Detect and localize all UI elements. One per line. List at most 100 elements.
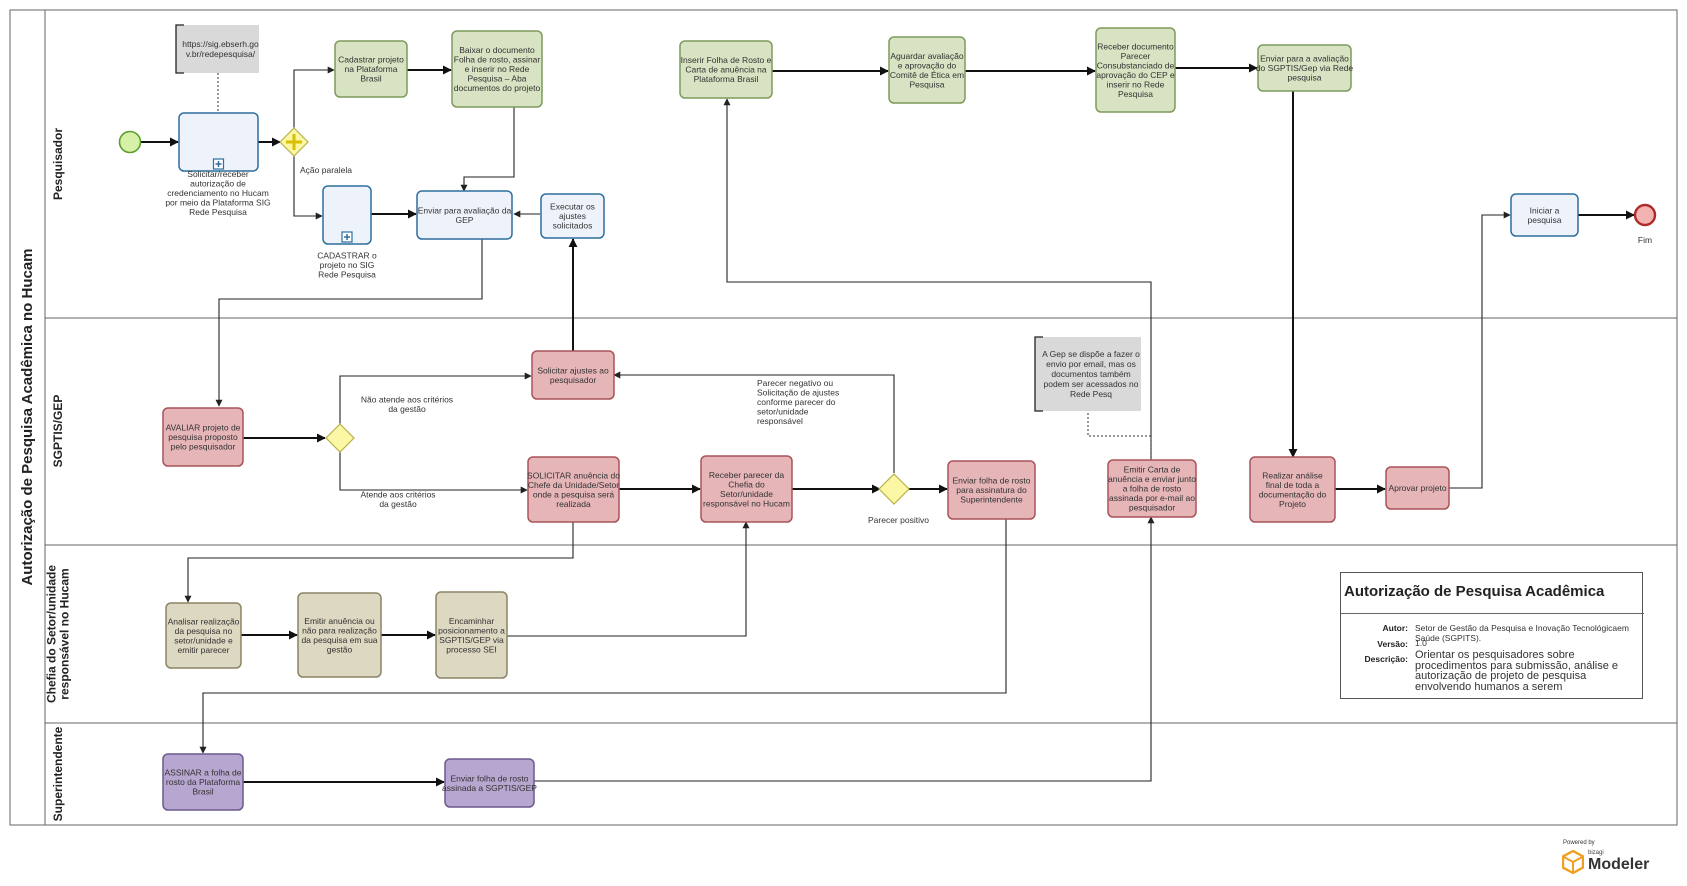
info-version-value: 1.0 [1415, 638, 1427, 648]
plus-icon [215, 161, 222, 167]
task-box [297, 592, 382, 678]
task-label: setor/unidade e [174, 635, 233, 645]
task-label: da pesquisa no [175, 626, 233, 636]
sequence-flows-main [141, 63, 1635, 787]
task-label: GEP [456, 215, 474, 225]
flow-enviar-folha-to-assinar [199, 519, 1007, 754]
flow-label: Parecer positivo [868, 515, 929, 525]
task-label: Solicitar ajustes ao [537, 365, 609, 375]
task-label: processo SEI [446, 644, 497, 654]
task-label: Analisar realização [168, 616, 240, 626]
lane-label-superintendente: Superintendente [51, 726, 65, 821]
task-box [679, 40, 773, 99]
task-label: Baixar o documento [459, 45, 535, 55]
task-cadastrar-sig[interactable] [322, 185, 372, 245]
task-label: pesquisador [1129, 503, 1175, 513]
task-label: pesquisa [1287, 73, 1321, 83]
task-box [165, 602, 242, 669]
task-label: Pesquisa [910, 79, 945, 89]
info-description-label: Descrição: [1364, 654, 1408, 664]
exclusive-gateway-criteria[interactable] [325, 423, 355, 453]
task-label: Carta de anuência na [685, 65, 767, 75]
task-label: na Plataforma [345, 64, 398, 74]
task-box [947, 460, 1036, 520]
task-receber-doc[interactable]: Receber documentoParecerConsubstanciado … [1095, 27, 1176, 113]
task-box [451, 30, 543, 108]
task-label: Inserir Folha de Rosto e [681, 55, 772, 65]
task-box [444, 758, 535, 808]
task-avaliar[interactable]: AVALIAR projeto depesquisa propostopelo … [162, 407, 244, 467]
pool-frame [9, 9, 1678, 826]
task-label: Brasil [192, 787, 213, 797]
task-aprovar[interactable]: Aprovar projeto [1385, 466, 1450, 510]
exclusive-gateway-parecer[interactable] [878, 473, 910, 505]
flow-enviar-assinada-to-emitir-carta [534, 516, 1155, 782]
task-label: Enviar folha de rosto [451, 773, 529, 783]
annotation-text: A Gep se dispõe a fazer o [1042, 349, 1140, 359]
info-author-label: Autor: [1382, 623, 1409, 633]
task-solicitar[interactable] [178, 112, 259, 172]
annotation-bracket [1034, 336, 1043, 412]
task-label: pelo pesquisador [171, 442, 236, 452]
flow-label: setor/unidade [757, 407, 809, 417]
task-label: pesquisa [1527, 215, 1561, 225]
task-label: Pesquisa – Aba [467, 74, 526, 84]
task-label: responsável no Hucam [703, 498, 790, 508]
task-label: inserir no Rede [1107, 79, 1165, 89]
task-label: Receber documento [1097, 41, 1174, 51]
task-label: Cadastrar projeto [338, 55, 404, 65]
task-label: Emitir Carta de [1124, 465, 1181, 475]
bizagi-brand-small: bizagi [1588, 850, 1604, 856]
text-annotations: https://sig.ebserh.gov.br/redepesquisa/A… [175, 24, 1141, 412]
task-box [700, 455, 793, 523]
end-event[interactable] [1633, 203, 1657, 227]
task-box [162, 407, 244, 467]
flow-label: CADASTRAR o [317, 251, 377, 261]
task-label: Emitir anuência ou [304, 616, 375, 626]
task-label: AVALIAR projeto de [166, 423, 241, 433]
parallel-gateway[interactable] [279, 127, 309, 157]
task-box [416, 190, 513, 240]
task-box [540, 193, 605, 239]
task-box [888, 36, 966, 104]
task-label: ajustes [559, 211, 586, 221]
task-label: Iniciar a [1530, 205, 1560, 215]
flow-label: Rede Pesquisa [318, 270, 376, 280]
task-label: Pesquisa [1118, 89, 1153, 99]
task-label: Chefe da Unidade/Setor [528, 480, 619, 490]
task-label: Projeto [1279, 499, 1306, 509]
task-label: Executar os [550, 202, 595, 212]
plus-icon [286, 134, 302, 150]
flow-parallel-to-cadastrar-pb [293, 66, 335, 128]
start-event[interactable] [118, 130, 142, 154]
flow-label: Solicitar/receber [187, 169, 249, 179]
task-label: Encaminhar [449, 616, 495, 626]
task-label: Brasil [360, 74, 381, 84]
flow-label: Solicitação de ajustes [757, 388, 839, 398]
task-box [178, 112, 259, 172]
task-label: Comitê de Ética em [890, 70, 964, 80]
flow-label: autorização de [190, 179, 246, 189]
